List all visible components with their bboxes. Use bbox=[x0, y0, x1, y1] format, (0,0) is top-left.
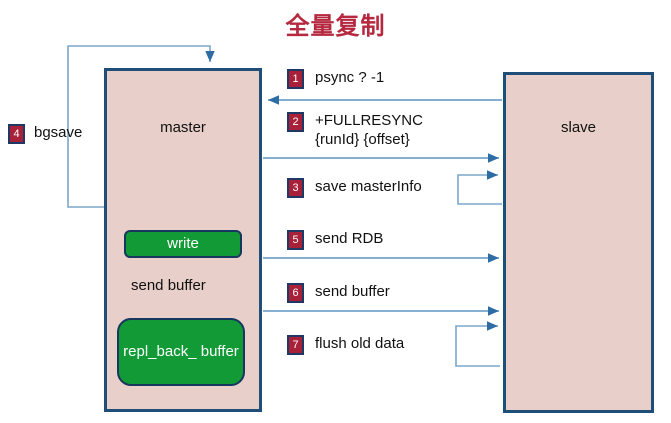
step-badge-2: 2 bbox=[287, 112, 304, 132]
step-badge-6: 6 bbox=[287, 283, 304, 303]
step-4-bgsave[interactable]: 4 bgsave bbox=[8, 124, 82, 144]
step-badge-3: 3 bbox=[287, 178, 304, 198]
repl-back-buffer-box[interactable]: repl_back_ buffer bbox=[117, 318, 245, 386]
step-label-4: bgsave bbox=[34, 124, 83, 141]
connector-step-7-loop bbox=[455, 321, 500, 367]
step-label-7: flush old data bbox=[315, 335, 405, 352]
page-title: 全量复制 bbox=[285, 12, 386, 40]
connector-bgsave-loop bbox=[67, 45, 215, 208]
master-node-label: master bbox=[160, 119, 206, 136]
step-badge-5: 5 bbox=[287, 230, 304, 250]
step-6-send-buffer[interactable]: 6 send buffer bbox=[287, 283, 390, 303]
step-1-psync[interactable]: 1 psync ? -1 bbox=[287, 69, 384, 89]
step-5-send-rdb[interactable]: 5 send RDB bbox=[287, 230, 383, 250]
step-3-save-masterinfo[interactable]: 3 save masterInfo bbox=[287, 178, 422, 198]
step-badge-4: 4 bbox=[8, 124, 25, 144]
connector-step-3-loop bbox=[457, 170, 502, 205]
write-box[interactable]: write bbox=[124, 230, 242, 258]
step-badge-1: 1 bbox=[287, 69, 304, 89]
step-7-flush-old-data[interactable]: 7 flush old data bbox=[287, 335, 404, 355]
slave-node-label: slave bbox=[560, 119, 597, 136]
slave-node[interactable]: slave bbox=[503, 72, 654, 413]
step-label-3: save masterInfo bbox=[315, 178, 422, 195]
step-label-2: +FULLRESYNC {runId} {offset} bbox=[315, 112, 423, 148]
step-label-6: send buffer bbox=[315, 283, 390, 300]
step-2-fullresync[interactable]: 2 +FULLRESYNC {runId} {offset} bbox=[287, 112, 423, 150]
step-label-5: send RDB bbox=[315, 230, 384, 247]
step-badge-7: 7 bbox=[287, 335, 304, 355]
step-label-1: psync ? -1 bbox=[315, 69, 385, 86]
send-buffer-edge-label: send buffer bbox=[131, 277, 206, 294]
